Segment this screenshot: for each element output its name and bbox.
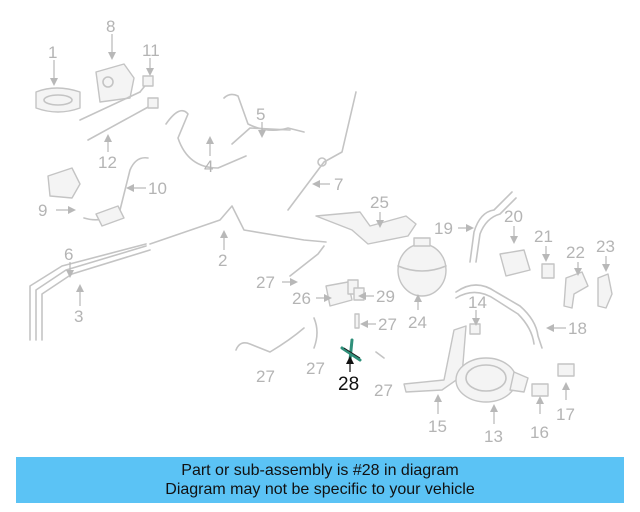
callout-27-b: 27 [256,367,275,386]
part-9-valve [47,167,81,214]
part-15-bracket [403,325,467,414]
part-1-clamp [35,60,81,113]
callout-28: 28 [338,374,359,395]
part-27-hoses [235,245,385,359]
callout-23: 23 [596,237,615,256]
fitment-banner: Part or sub-assembly is #28 in diagram D… [16,457,624,503]
part-2-line [149,205,327,250]
part-12-sensor [87,97,159,152]
part-14-fitting [469,310,481,335]
callout-22: 22 [566,243,585,262]
callout-10: 10 [148,179,167,198]
part-11-sensor [79,58,154,121]
callout-20: 20 [504,207,523,226]
callout-17: 17 [556,405,575,424]
part-18-hose [455,284,566,349]
part-22-elbow [563,262,589,309]
callout-24: 24 [408,313,427,332]
callout-19: 19 [434,219,453,238]
parts-diagram: 1 8 11 12 9 10 4 [29,17,615,446]
callout-11: 11 [142,41,160,60]
callout-16: 16 [530,423,549,442]
callout-27-c: 27 [306,359,325,378]
callout-12: 12 [98,153,117,172]
part-7-pipe [287,91,357,211]
banner-line-2: Diagram may not be specific to your vehi… [165,481,475,498]
part-24-reservoir [397,237,447,310]
part-26-valve [316,279,359,307]
callout-15: 15 [428,417,447,436]
callout-9: 9 [38,201,47,220]
callout-6: 6 [64,245,73,264]
part-25-bracket [315,211,417,245]
callout-13: 13 [484,427,503,446]
part-13-air-pump [455,357,529,424]
part-4-hose [165,109,247,169]
callout-18: 18 [568,319,587,338]
callout-26: 26 [292,289,311,308]
part-17-connector [557,363,575,400]
part-8-bracket [95,34,135,103]
callout-5: 5 [256,105,265,124]
part-21-gasket [541,246,555,279]
callout-27-e: 27 [374,381,393,400]
part-5-tube [223,93,305,145]
part-19-pipe [458,191,517,263]
part-10-hose [83,156,149,227]
callout-25: 25 [370,193,389,212]
callout-3: 3 [74,307,83,326]
part-16-valve [531,383,549,414]
callout-29: 29 [376,287,395,306]
part-3-6-lines [29,243,151,341]
callout-2: 2 [218,251,227,270]
callout-4: 4 [204,157,213,176]
part-20-valve [499,226,531,277]
callout-1: 1 [48,43,57,62]
callout-21: 21 [534,227,553,246]
part-29-connector [353,287,374,301]
callout-27-d: 27 [378,315,397,334]
part-23-bracket [597,256,613,309]
callout-27-a: 27 [256,273,275,292]
banner-line-1: Part or sub-assembly is #28 in diagram [181,462,459,479]
callout-7: 7 [334,175,343,194]
callout-8: 8 [106,17,115,36]
part-28-tee-fitting [340,338,362,372]
callout-14: 14 [468,293,487,312]
